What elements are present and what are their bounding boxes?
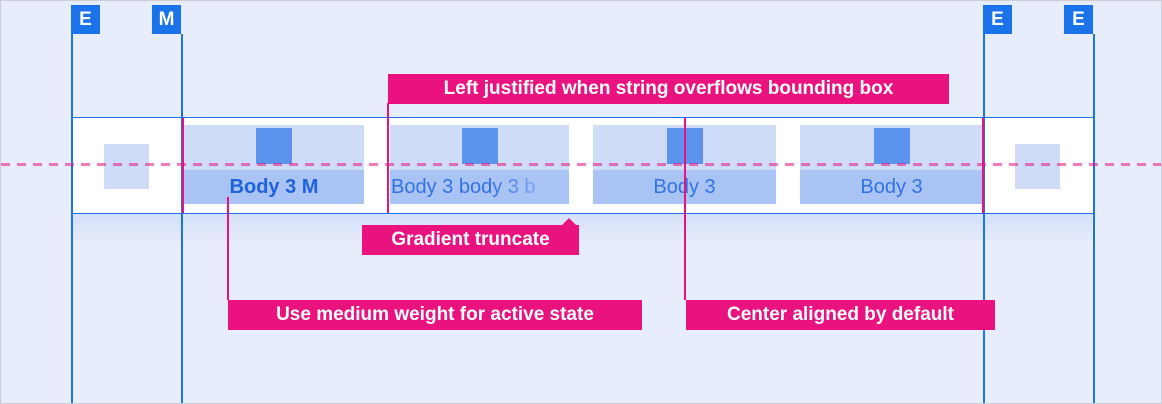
tab-item-1-active[interactable]: Body 3 M [184, 125, 364, 204]
annotation-left-justified: Left justified when string overflows bou… [388, 74, 949, 104]
annotation-connector-left-justified [387, 103, 389, 213]
margin-marker-label: E [1072, 8, 1085, 30]
tab-item-2-truncated[interactable]: Body 3 body 3 b [390, 125, 569, 204]
tab-label: Body 3 [800, 170, 983, 204]
tab-indicator-square [461, 128, 498, 164]
baseline-dashed-line [1, 163, 1161, 166]
margin-marker-label: E [991, 8, 1004, 30]
annotation-center-aligned: Center aligned by default [686, 300, 995, 330]
annotation-text: Center aligned by default [727, 304, 954, 325]
margin-marker-label: M [158, 8, 175, 30]
annotation-medium-weight: Use medium weight for active state [228, 300, 642, 330]
annotation-pointer-up-icon [562, 218, 576, 225]
annotation-connector-medium-weight [227, 197, 229, 300]
guide-line-left-edge [71, 34, 73, 403]
tab-indicator-square [873, 128, 910, 164]
annotation-connector-center-aligned [684, 118, 686, 300]
margin-marker-e3: E [1064, 5, 1093, 34]
annotation-text: Gradient truncate [391, 229, 550, 250]
margin-marker-e2: E [983, 5, 1012, 34]
tab-indicator-square [256, 128, 292, 164]
guide-line-right-outer [1093, 34, 1095, 403]
annotation-text: Left justified when string overflows bou… [443, 78, 894, 99]
tab-hit-area [184, 125, 364, 170]
tab-hit-area [800, 125, 983, 170]
edge-spacer-left [104, 144, 149, 189]
tab-label-text: Body 3 [860, 175, 923, 198]
guide-line-left-margin [181, 34, 183, 403]
margin-marker-e1: E [71, 5, 100, 34]
tab-label: Body 3 body 3 b [390, 170, 569, 204]
tab-label: Body 3 M [184, 170, 364, 204]
margin-marker-m: M [152, 5, 181, 34]
tab-label-text: Body 3 M [229, 175, 319, 198]
gradient-truncate-overlay [491, 170, 569, 204]
annotation-gradient-truncate: Gradient truncate [362, 218, 579, 255]
tab-bar-shadow [73, 214, 1092, 246]
tab-hit-area [390, 125, 569, 170]
tab-item-4[interactable]: Body 3 [800, 125, 983, 204]
margin-marker-label: E [79, 8, 92, 30]
guide-line-right-edge [983, 34, 985, 403]
annotation-text: Use medium weight for active state [276, 304, 594, 325]
edge-spacer-right [1015, 144, 1060, 189]
